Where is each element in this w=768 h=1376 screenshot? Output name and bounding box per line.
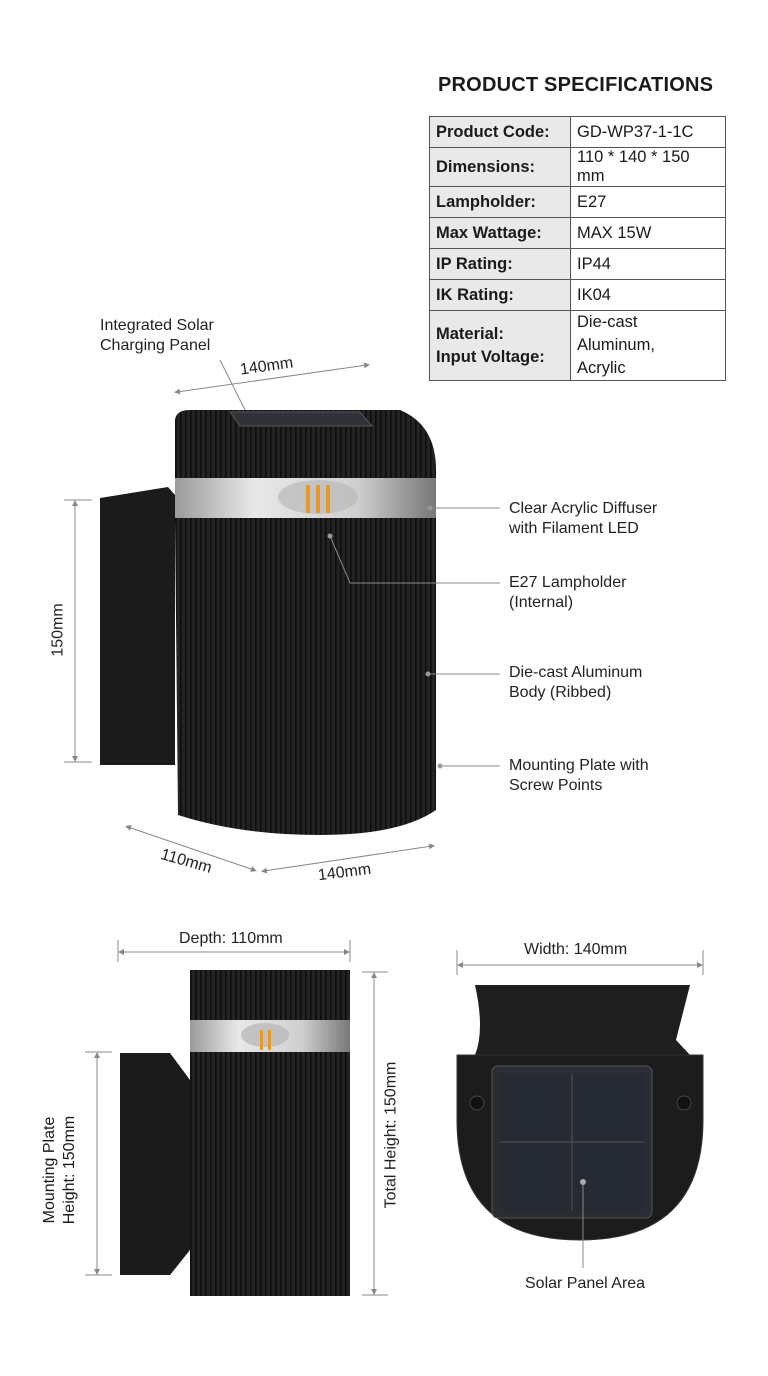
spec-key: Material: Input Voltage: [429,310,571,381]
total-height-label: Total Height: 150mm [382,1061,400,1209]
callout-mounting-2: Screw Points [509,777,603,794]
spec-value: MAX 15W [570,217,726,249]
spec-value: GD-WP37-1-1C [570,116,726,148]
solar-panel-top [229,411,374,427]
top-cap [175,410,436,478]
plate-height-line2: Height: 150mm [61,1115,78,1225]
callout-lampholder-2: (Internal) [509,594,574,611]
spec-value-1: Die-cast Aluminum, [577,313,655,354]
plate-height-line1: Mounting Plate [41,1116,58,1224]
table-row: Lampholder:E27 [429,186,726,218]
spec-title: PRODUCT SPECIFICATIONS [438,74,714,96]
filament [306,485,310,513]
spec-key: Lampholder: [429,186,571,218]
spec-value: IK04 [570,279,726,311]
spec-value: IP44 [570,248,726,280]
spec-key: IP Rating: [429,248,571,280]
table-row: IP Rating:IP44 [429,248,726,280]
callout-diffuser-2: with Filament LED [509,520,639,537]
spec-key: Dimensions: [429,147,571,187]
spec-value: 110 * 140 * 150 mm [570,147,726,187]
mounting-plate [100,487,175,765]
top-view [456,950,704,1268]
side-depth-label: Depth: 110mm [179,930,283,947]
side-view [85,940,388,1296]
callout-diffuser: Clear Acrylic Diffuser [509,500,658,517]
dim-height-label: 150mm [49,603,67,657]
spec-key-material: Material: [436,324,504,343]
spec-key: Product Code: [429,116,571,148]
table-row: Product Code:GD-WP37-1-1C [429,116,726,148]
table-row: Dimensions:110 * 140 * 150 mm [429,147,726,187]
plate-height-label: Mounting Plate Height: 150mm [40,1090,80,1250]
callout-body: Die-cast Aluminum [509,664,643,681]
spec-value: E27 [570,186,726,218]
callout-mounting: Mounting Plate with [509,757,649,774]
solar-area-label: Solar Panel Area [525,1275,646,1292]
spec-value: Die-cast Aluminum, Acrylic [570,310,726,381]
spec-value-2: Acrylic [577,359,626,377]
spec-table: Product Code:GD-WP37-1-1C Dimensions:110… [429,116,726,381]
spec-key-voltage: Input Voltage: [436,347,545,366]
solar-label-line1: Integrated Solar [100,317,214,334]
top-width-label: Width: 140mm [524,941,628,958]
solar-label-line2: Charging Panel [100,337,211,354]
spec-key: Max Wattage: [429,217,571,249]
callout-body-2: Body (Ribbed) [509,684,612,701]
main-lamp-view [64,359,500,874]
table-row: Material: Input Voltage: Die-cast Aluminu… [429,310,726,381]
ribbed-body [175,518,436,835]
spec-key: IK Rating: [429,279,571,311]
callout-lampholder: E27 Lampholder [509,574,627,591]
table-row: IK Rating:IK04 [429,279,726,311]
table-row: Max Wattage:MAX 15W [429,217,726,249]
